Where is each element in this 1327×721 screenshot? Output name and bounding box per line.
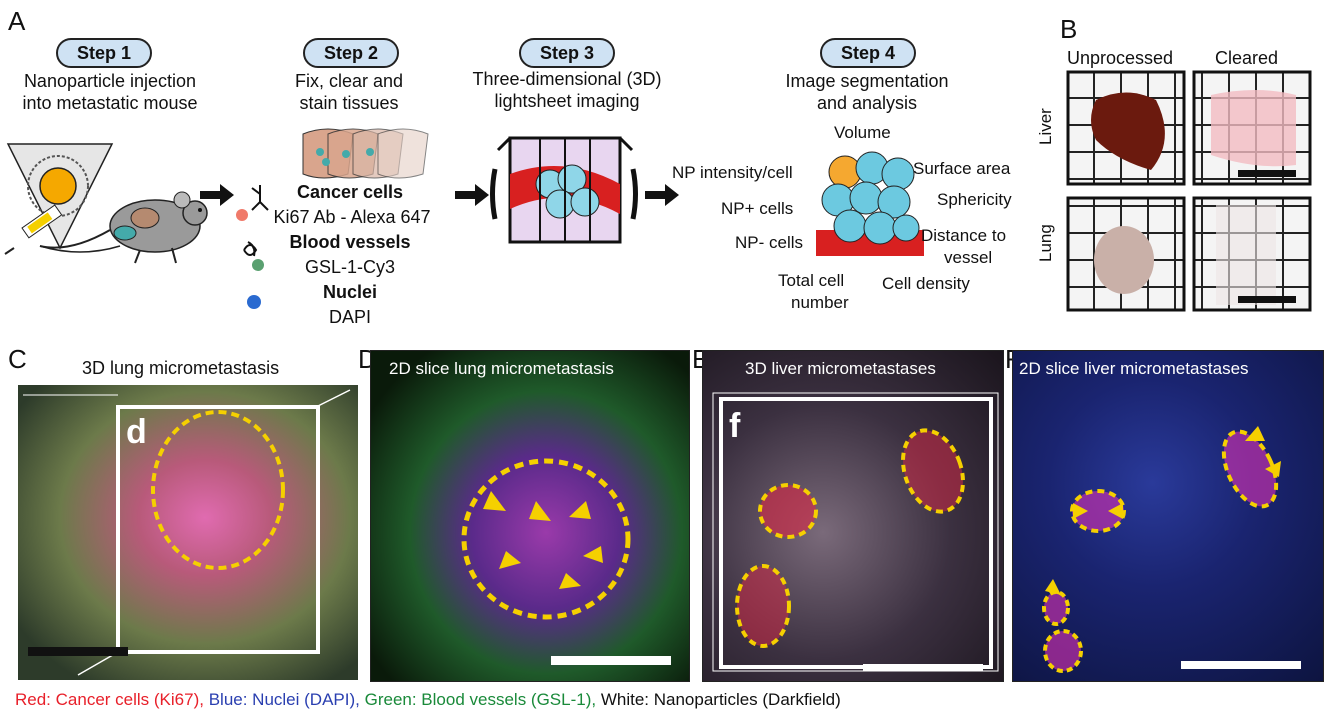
- surface-area-label: Surface area: [913, 159, 1011, 178]
- panel-e-micrograph: 3D liver micrometastases f: [702, 350, 1004, 682]
- step-2-line-1: Fix, clear and: [294, 71, 404, 91]
- panel-f-overlay: [1042, 426, 1301, 673]
- legend-red: Red: Cancer cells (Ki67),: [15, 690, 204, 709]
- sphericity-label: Sphericity: [937, 190, 1012, 209]
- step-3-text: Three-dimensional (3D) lightsheet imagin…: [462, 68, 672, 112]
- tissue-slices-illustration: [302, 128, 429, 179]
- panel-c-overlay: [23, 389, 351, 676]
- panel-letter-b: B: [1060, 14, 1078, 44]
- mouse-injection-illustration: [4, 143, 208, 264]
- step-4-line-2: and analysis: [816, 93, 918, 113]
- step-1-line-2: into metastatic mouse: [22, 93, 198, 113]
- step-4-text: Image segmentation and analysis: [762, 70, 972, 114]
- cell-cluster-illustration: [816, 151, 924, 256]
- stain-icons: [236, 185, 269, 309]
- step-3-line-1: Three-dimensional (3D): [472, 69, 662, 89]
- step-3-line-2: lightsheet imaging: [494, 91, 640, 111]
- panel-f-micrograph: 2D slice liver micrometastases: [1012, 350, 1324, 682]
- step-2-text: Fix, clear and stain tissues: [258, 70, 440, 114]
- panel-c-inset-label: d: [126, 413, 147, 451]
- organ-photo-grid: [1066, 70, 1312, 312]
- panel-c-title: 3D lung micrometastasis: [82, 358, 280, 378]
- unprocessed-column-label: Unprocessed: [1067, 48, 1174, 68]
- arrow-step1-to-step2: [200, 184, 234, 206]
- np-negative-label: NP- cells: [735, 233, 804, 252]
- arrow-step2-to-step3: [455, 184, 489, 206]
- vessels-reagent-label: GSL-1-Cy3: [304, 257, 396, 277]
- panel-c-micrograph: d: [18, 385, 358, 680]
- legend-blue: Blue: Nuclei (DAPI),: [208, 690, 360, 709]
- panel-e-overlay: [712, 392, 999, 672]
- cleared-column-label: Cleared: [1215, 48, 1279, 68]
- step-1-pill: Step 1: [56, 38, 152, 68]
- arrow-step3-to-step4: [645, 184, 679, 206]
- panel-e-inset-label: f: [729, 407, 741, 445]
- panel-letter-c: C: [8, 344, 27, 374]
- distance-label-2: vessel: [944, 248, 993, 267]
- panel-e-title: 3D liver micrometastases: [745, 359, 936, 378]
- cancer-cells-label: Cancer cells: [296, 182, 404, 202]
- np-positive-label: NP+ cells: [721, 199, 794, 218]
- step-1-text: Nanoparticle injection into metastatic m…: [10, 70, 210, 114]
- total-cell-label-1: Total cell: [778, 271, 845, 290]
- step-4-pill: Step 4: [820, 38, 916, 68]
- cell-density-label: Cell density: [882, 274, 970, 293]
- legend-green: Green: Blood vessels (GSL-1),: [364, 690, 597, 709]
- cancer-reagent-label: Ki67 Ab - Alexa 647: [273, 207, 431, 227]
- step-4-line-1: Image segmentation: [785, 71, 949, 91]
- panel-f-title: 2D slice liver micrometastases: [1019, 359, 1249, 378]
- panel-d-overlay: [461, 458, 671, 665]
- nuclei-label: Nuclei: [322, 282, 378, 302]
- step-2-pill: Step 2: [303, 38, 399, 68]
- liver-row-label: Liver: [1036, 108, 1055, 145]
- color-legend: Red: Cancer cells (Ki67), Blue: Nuclei (…: [15, 690, 841, 710]
- blood-vessels-label: Blood vessels: [289, 232, 411, 252]
- legend-white: White: Nanoparticles (Darkfield): [600, 690, 841, 709]
- lung-row-label: Lung: [1036, 224, 1055, 262]
- distance-label-1: Distance to: [921, 226, 1007, 245]
- step-3-pill: Step 3: [519, 38, 615, 68]
- volume-label: Volume: [834, 123, 891, 142]
- panel-letter-a: A: [8, 6, 26, 36]
- panel-d-micrograph: 2D slice lung micrometastasis: [370, 350, 690, 682]
- lightsheet-cube-illustration: [490, 136, 638, 244]
- nuclei-reagent-label: DAPI: [328, 307, 371, 327]
- total-cell-label-2: number: [791, 293, 849, 312]
- np-intensity-label: NP intensity/cell: [672, 163, 793, 182]
- step-2-line-2: stain tissues: [299, 93, 399, 113]
- step-1-line-1: Nanoparticle injection: [23, 71, 197, 91]
- panel-d-title: 2D slice lung micrometastasis: [389, 359, 614, 378]
